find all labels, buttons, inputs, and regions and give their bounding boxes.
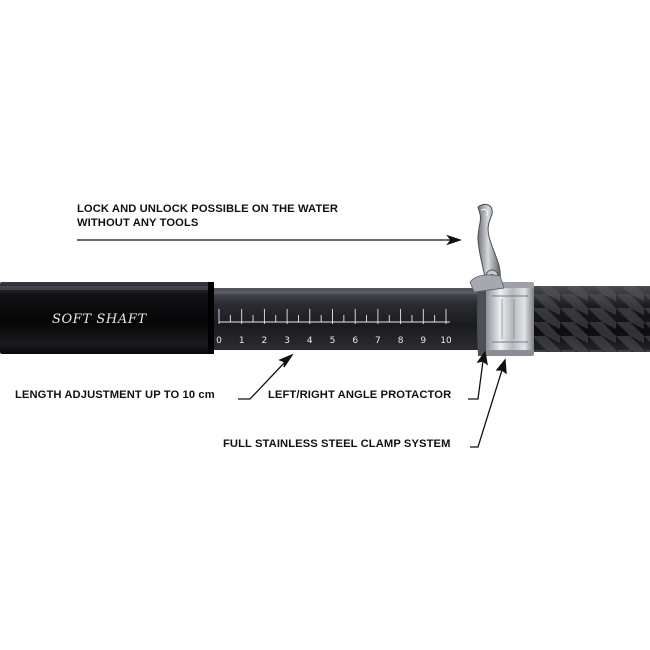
- carbon-shaft-section: [530, 286, 650, 352]
- scale-number: 4: [307, 336, 313, 346]
- scale-number: 8: [398, 336, 404, 346]
- steel-clamp: [477, 282, 534, 356]
- callout-clamp-system: FULL STAINLESS STEEL CLAMP SYSTEM: [223, 438, 451, 450]
- outer-shaft: [0, 282, 214, 354]
- callout-lock-line2: WITHOUT ANY TOOLS: [77, 217, 199, 229]
- length-scale: [218, 309, 450, 324]
- scale-number: 1: [239, 336, 245, 346]
- scale-number: 3: [284, 336, 290, 346]
- lock-lever: [469, 203, 505, 293]
- callout-lock-unlock: LOCK AND UNLOCK POSSIBLE ON THE WATER WI…: [77, 202, 338, 230]
- length-scale-numbers: 0 1 2 3 4 5 6 7 8 9 10: [216, 336, 452, 346]
- callout-lines: [77, 234, 507, 448]
- scale-number: 2: [262, 336, 268, 346]
- scale-number: 10: [440, 336, 452, 346]
- scale-number: 6: [352, 336, 358, 346]
- callout-angle-protractor: LEFT/RIGHT ANGLE PROTACTOR: [268, 389, 452, 401]
- callout-length-adjustment: LENGTH ADJUSTMENT UP TO 10 cm: [15, 389, 215, 401]
- inner-tube: [205, 288, 500, 350]
- scale-number: 5: [330, 336, 336, 346]
- shaft-brand-label: SOFT SHAFT: [52, 312, 147, 327]
- callout-lock-line1: LOCK AND UNLOCK POSSIBLE ON THE WATER: [77, 203, 339, 215]
- scale-number: 0: [216, 336, 222, 346]
- scale-number: 7: [375, 336, 381, 346]
- scale-number: 9: [420, 336, 426, 346]
